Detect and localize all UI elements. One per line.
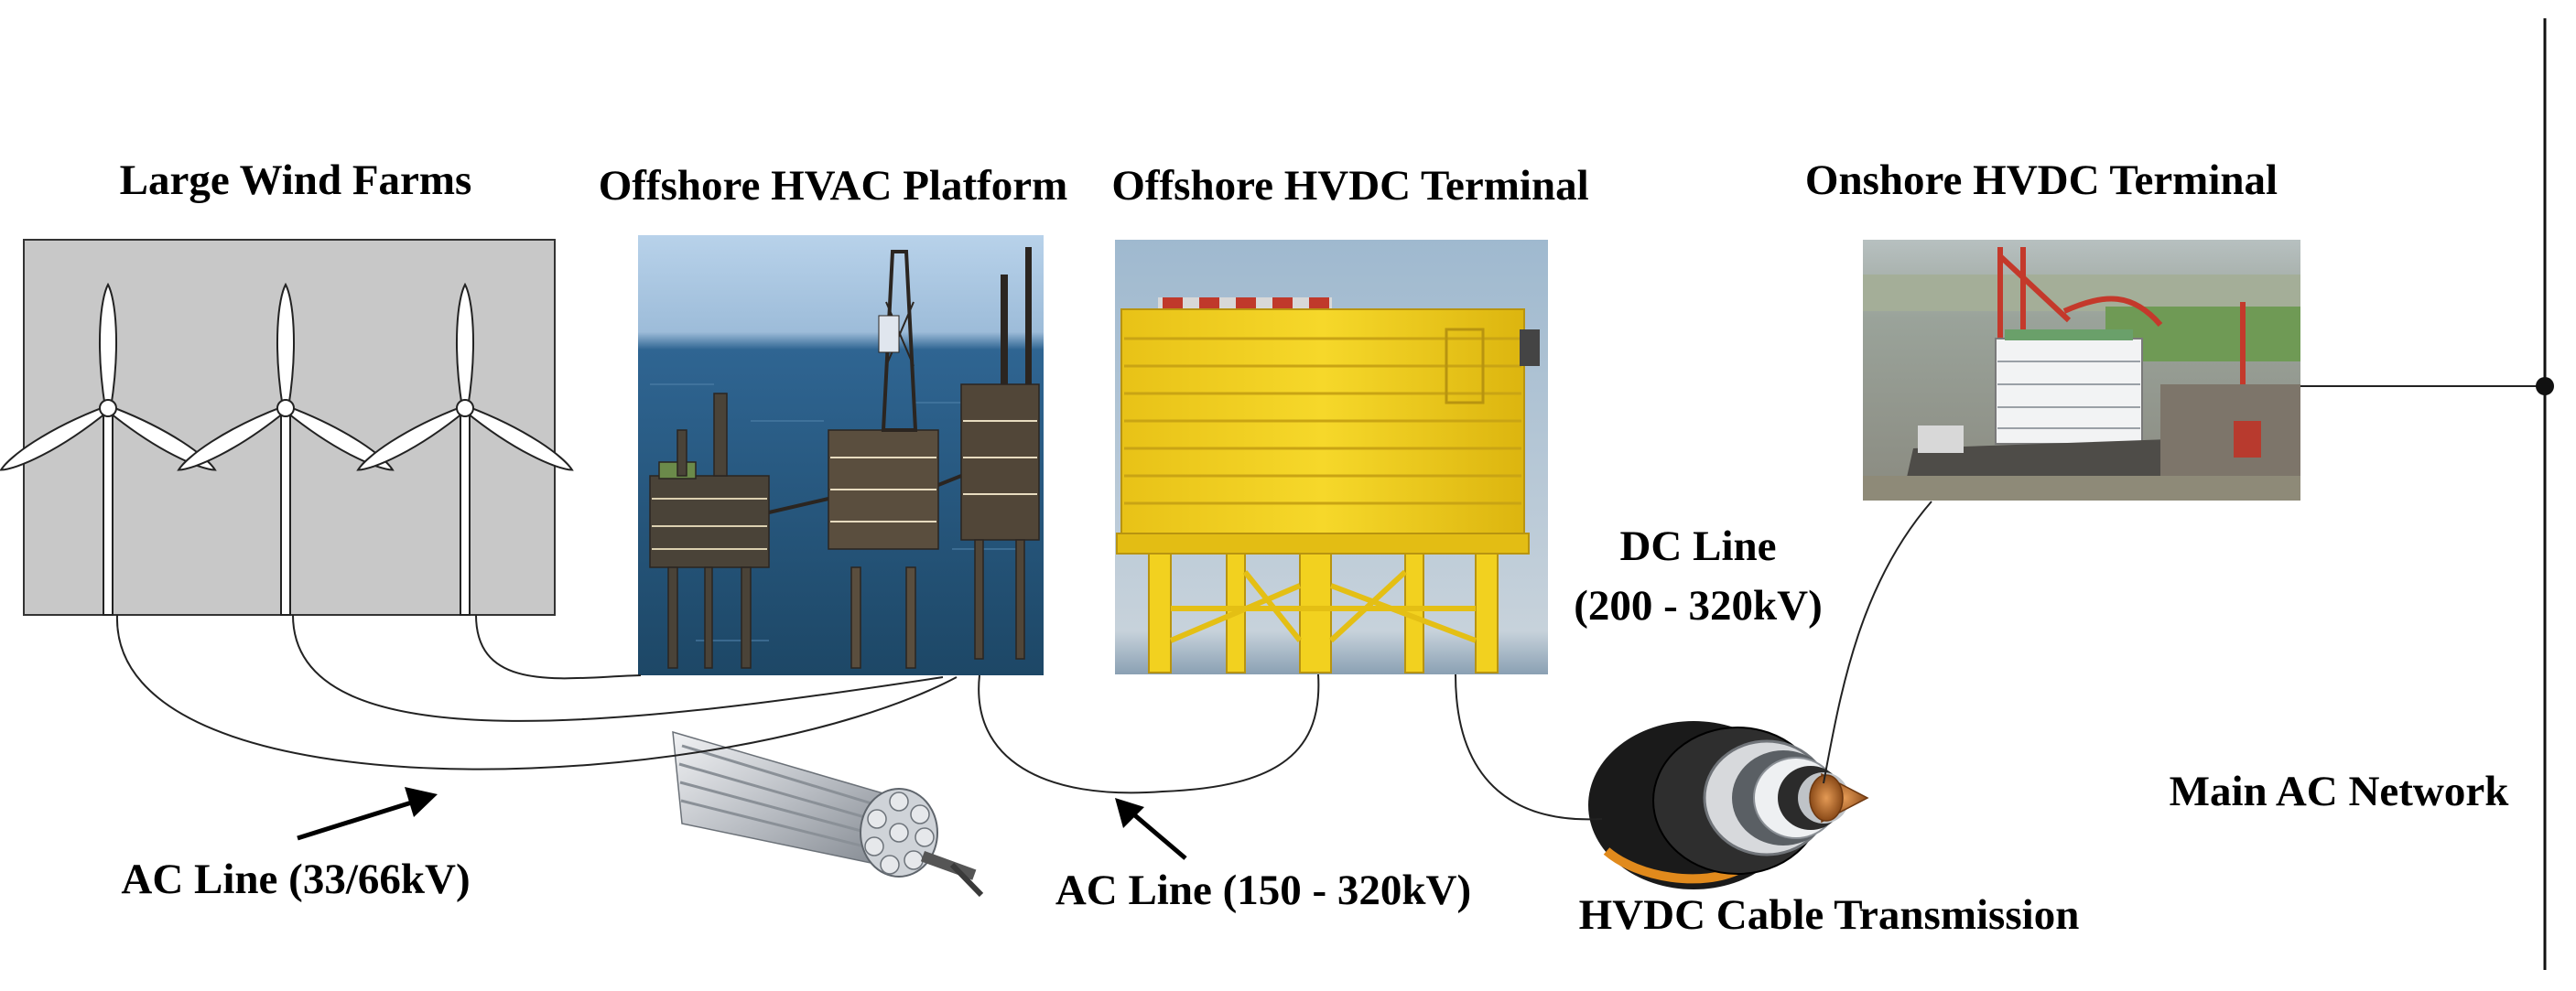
hvdc-terminal-image [1115,240,1548,674]
main-ac-label: Main AC Network [2170,768,2510,815]
onshore-terminal-image [1863,240,2300,501]
wind-farms-label: Large Wind Farms [120,156,472,204]
dc-line-voltage: (200 - 320kV) [1574,582,1823,630]
arrow-icon [297,787,438,841]
collection-cable [115,614,958,770]
dc-cable-offshore [1455,673,1603,821]
hvac-platform-label: Offshore HVAC Platform [599,162,1068,210]
wind-turbine-icon [356,282,574,616]
wind-farm-panel [0,239,574,616]
arrow-icon [1115,798,1187,860]
hvdc-cable-image [1588,721,1869,889]
ac-line-collect-label: AC Line (33/66kV) [121,856,470,903]
bus-junction-dot [2536,377,2554,395]
connection-lines [115,385,2545,821]
dc-line-title: DC Line [1619,522,1776,570]
collection-cable [292,614,944,722]
wind-turbine-icon [177,282,395,616]
onshore-hvdc-label: Onshore HVDC Terminal [1805,156,2278,204]
collection-cable [475,614,642,680]
offshore-hvdc-label: Offshore HVDC Terminal [1111,162,1588,210]
ac-conductor-image [672,730,984,898]
export-ac-cable [978,673,1320,794]
dc-cable-onshore [1823,501,1932,784]
offshore-platform-image [638,235,1044,675]
wind-turbine-icon [0,282,217,616]
ac-line-export-label: AC Line (150 - 320kV) [1055,867,1471,914]
hvdc-cable-label: HVDC Cable Transmission [1579,891,2080,939]
